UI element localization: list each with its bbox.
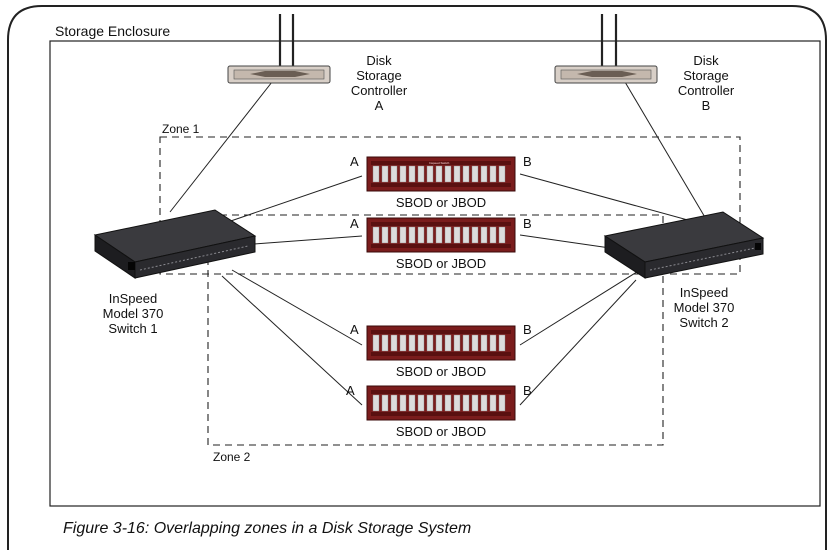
drive-array-3 bbox=[366, 325, 516, 361]
controller-a-cables bbox=[278, 14, 295, 68]
controller-a bbox=[227, 65, 331, 84]
array-1-port-b: B bbox=[523, 154, 532, 169]
switch-1-label: InSpeed Model 370 Switch 1 bbox=[95, 291, 171, 336]
link-s1-array1 bbox=[221, 175, 363, 225]
controller-b-line4: B bbox=[701, 98, 711, 113]
storage-enclosure-box bbox=[49, 40, 821, 507]
link-ctrl-b-switch-2 bbox=[624, 81, 707, 220]
controller-b bbox=[554, 65, 658, 84]
switch-2-line3: Switch 2 bbox=[679, 315, 729, 330]
switch-1-line1: InSpeed bbox=[108, 291, 158, 306]
link-s1-array2 bbox=[239, 235, 363, 246]
enclosure-title: Storage Enclosure bbox=[55, 23, 171, 39]
switch-2-label: InSpeed Model 370 Switch 2 bbox=[666, 285, 742, 330]
controller-a-line3: Controller bbox=[350, 83, 408, 98]
figure-caption: Figure 3-16: Overlapping zones in a Disk… bbox=[63, 520, 472, 537]
link-s2-array3 bbox=[519, 269, 641, 346]
svg-text:Inspeed Switch: Inspeed Switch bbox=[429, 161, 450, 165]
array-4-port-a: A bbox=[346, 383, 355, 398]
controller-b-label: Disk Storage Controller B bbox=[673, 53, 739, 113]
controller-b-line3: Controller bbox=[677, 83, 735, 98]
controller-a-line1: Disk bbox=[366, 53, 392, 68]
link-ctrl-a-switch-1 bbox=[169, 81, 273, 213]
controller-a-line2: Storage bbox=[356, 68, 402, 83]
array-2-port-a: A bbox=[350, 216, 359, 231]
array-1-label: SBOD or JBOD bbox=[395, 195, 487, 210]
switch-2-line1: InSpeed bbox=[679, 285, 729, 300]
controller-b-line2: Storage bbox=[683, 68, 729, 83]
array-4-label: SBOD or JBOD bbox=[395, 424, 487, 439]
outer-frame bbox=[7, 5, 827, 550]
connection-lines bbox=[169, 81, 707, 406]
zone-1-boundary bbox=[159, 136, 741, 275]
controller-a-line4: A bbox=[374, 98, 384, 113]
controller-a-label: Disk Storage Controller A bbox=[346, 53, 412, 113]
controller-b-cables bbox=[600, 14, 618, 68]
zone-1-label: Zone 1 bbox=[162, 122, 200, 136]
link-s1-array4 bbox=[221, 275, 363, 406]
array-3-port-a: A bbox=[350, 322, 359, 337]
link-s1-array3 bbox=[231, 269, 363, 346]
switch-1-line2: Model 370 bbox=[102, 306, 164, 321]
drive-array-4 bbox=[366, 385, 516, 421]
array-3-port-b: B bbox=[523, 322, 532, 337]
array-3-label: SBOD or JBOD bbox=[395, 364, 487, 379]
switch-2-line2: Model 370 bbox=[673, 300, 735, 315]
switch-1 bbox=[93, 209, 257, 279]
zone-2-boundary bbox=[207, 214, 664, 446]
zone-2-label: Zone 2 bbox=[213, 450, 251, 464]
array-2-port-b: B bbox=[523, 216, 532, 231]
controller-b-line1: Disk bbox=[693, 53, 719, 68]
drive-array-1: Inspeed Switch bbox=[366, 156, 516, 192]
drive-array-2 bbox=[366, 217, 516, 253]
link-s2-array4 bbox=[519, 279, 637, 406]
array-1-port-a: A bbox=[350, 154, 359, 169]
switch-2 bbox=[603, 211, 765, 279]
switch-1-line3: Switch 1 bbox=[108, 321, 158, 336]
array-4-port-b: B bbox=[523, 383, 532, 398]
array-2-label: SBOD or JBOD bbox=[395, 256, 487, 271]
link-s2-array1 bbox=[519, 173, 696, 223]
link-s2-array2 bbox=[519, 234, 611, 249]
